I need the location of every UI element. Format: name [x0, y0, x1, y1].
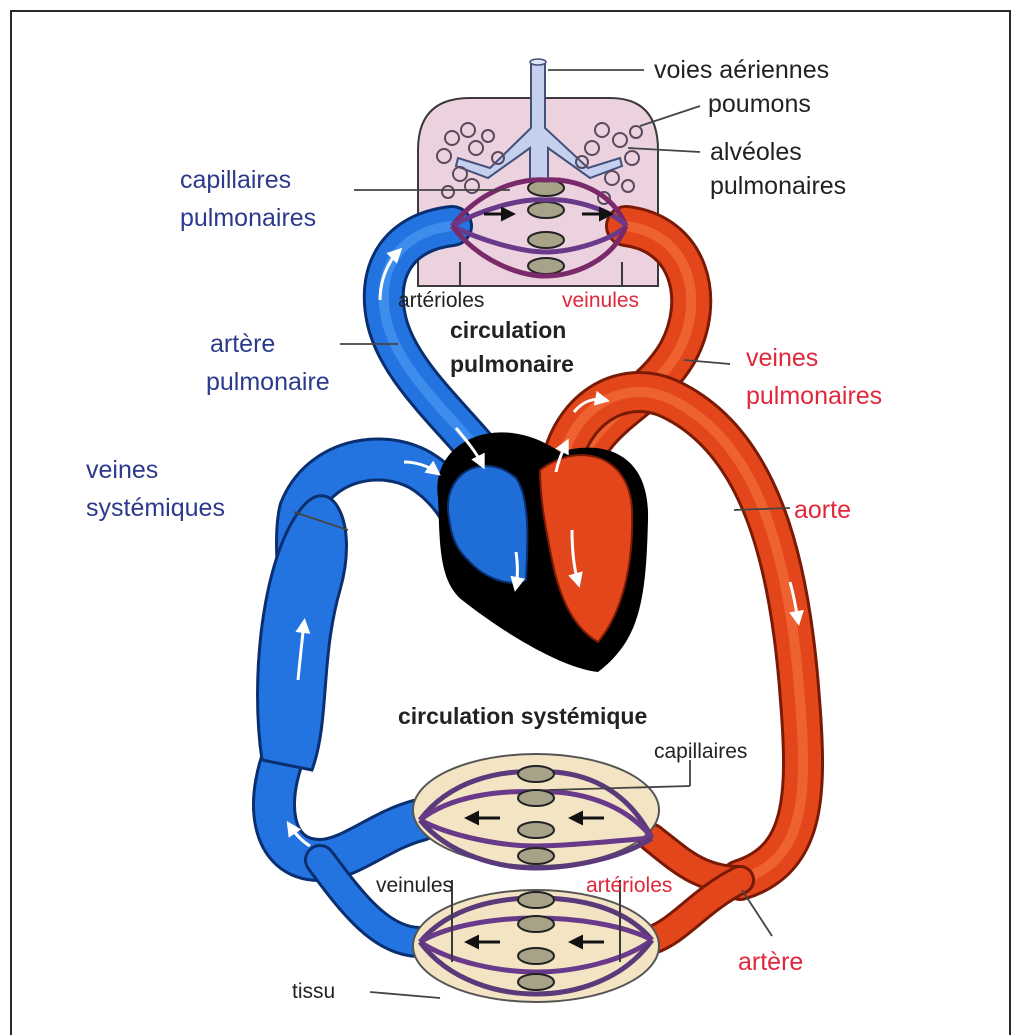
label-artere-pulmonaire-line1: artère — [210, 330, 275, 358]
label-tissu: tissu — [292, 980, 335, 1003]
label-artere: artère — [738, 948, 803, 976]
label-circulation-pulmonaire-line1: circulation — [450, 317, 566, 343]
label-aorte: aorte — [794, 496, 851, 524]
label-veines-pulmonaires-line1: veines — [746, 344, 818, 372]
label-veines-systemiques-line1: veines — [86, 456, 158, 484]
label-voies-aeriennes: voies aériennes — [654, 56, 829, 84]
label-capillaires-pulmonaires-line1: capillaires — [180, 166, 291, 194]
label-veinules-bottom: veinules — [376, 874, 453, 897]
label-veinules-top: veinules — [562, 289, 639, 312]
label-circulation-pulmonaire-line2: pulmonaire — [450, 351, 574, 377]
heart — [437, 432, 648, 672]
label-capillaires: capillaires — [654, 740, 747, 763]
label-artere-pulmonaire-line2: pulmonaire — [206, 368, 330, 396]
label-capillaires-pulmonaires-line2: pulmonaires — [180, 204, 316, 232]
label-circulation-systemique: circulation systémique — [398, 703, 647, 729]
tissue-capillary-bed-upper — [413, 754, 659, 868]
label-arterioles-bottom: artérioles — [586, 874, 672, 897]
tissue-capillary-bed-lower — [413, 880, 659, 1002]
label-arterioles-top: artérioles — [398, 289, 484, 312]
label-poumons: poumons — [708, 90, 811, 118]
label-alveoles-line1: alvéoles — [710, 138, 802, 166]
label-veines-systemiques-line2: systémiques — [86, 494, 225, 522]
label-veines-pulmonaires-line2: pulmonaires — [746, 382, 882, 410]
label-alveoles-line2: pulmonaires — [710, 172, 846, 200]
